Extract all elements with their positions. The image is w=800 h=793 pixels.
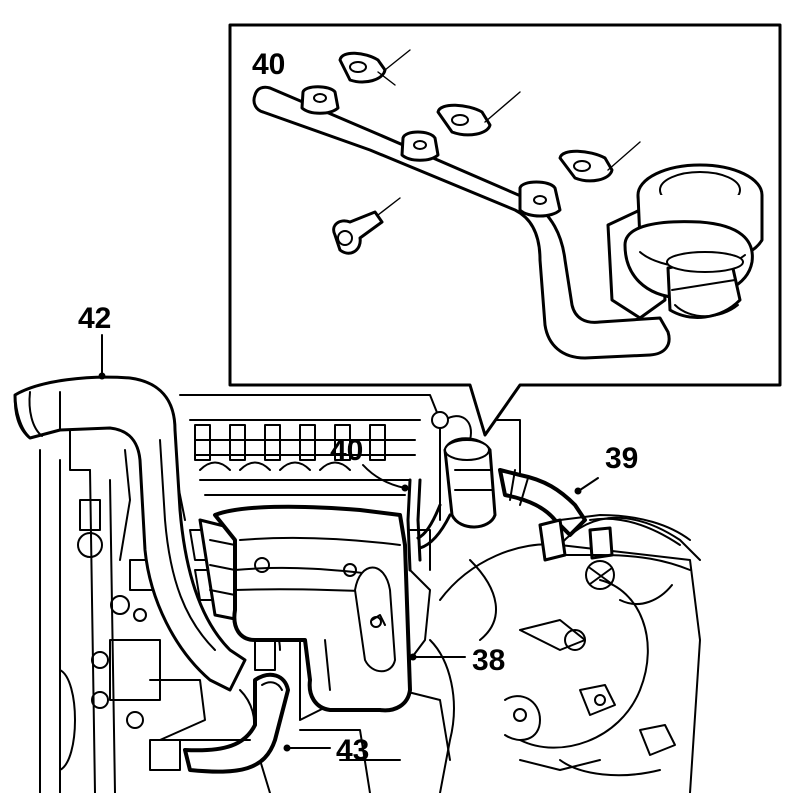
hose-43 [179,672,290,774]
leader-42-dot [98,372,106,380]
leader-39 [579,477,599,491]
callout-43: 43 [336,734,369,767]
leader-lines [98,334,599,752]
hose-39 [498,468,691,571]
leader-40-dot [401,484,409,492]
leader-40 [362,464,406,489]
callout-38: 38 [472,644,505,677]
inset-panel [228,23,782,437]
callout-39: 39 [605,442,638,475]
air-valve-40 [406,411,497,572]
callout-40: 40 [330,434,363,467]
callout-40-inset: 40 [252,48,285,81]
leader-39-dot [574,487,582,495]
intake-box-38 [213,504,431,713]
leader-38-dot [409,653,417,661]
callout-42: 42 [78,302,111,335]
leader-43-dot [283,744,291,752]
callout-labels: 40 42 40 39 38 43 [78,48,638,767]
hose-42 [13,375,247,692]
